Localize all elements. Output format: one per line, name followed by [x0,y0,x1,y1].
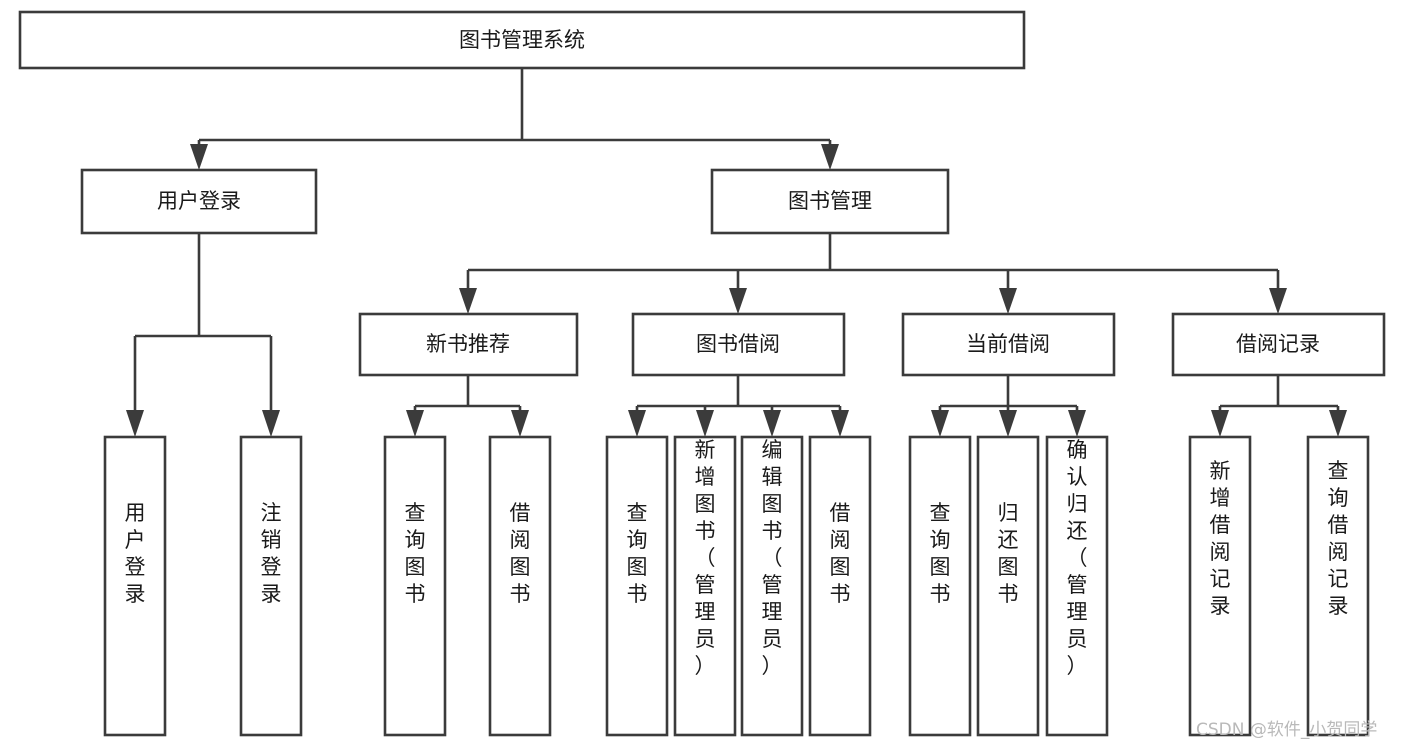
leaf-query-book-1[interactable]: 查询图书 [383,435,447,737]
leaf-confirm-return[interactable]: 确认归还（管理员） [1045,435,1109,737]
node-new-book-recommend-box[interactable] [358,312,579,377]
node-root-label: 图书管理系统 [459,28,585,52]
leaf-user-logout[interactable]: 注销登录 [239,435,303,737]
leaf-borrow-book-2-label: 借阅图书 [830,501,851,606]
leaf-add-book-box[interactable] [673,435,737,737]
leaf-query-borrow-record-label: 查询借阅记录 [1328,459,1349,618]
leaf-user-logout-box[interactable] [239,435,303,737]
arrow-to-current-borrow [999,288,1017,314]
arrow-to-leaf-add-borrow-record [1211,410,1229,437]
leaf-return-book-label: 归还图书 [998,501,1019,606]
leaf-add-borrow-record[interactable]: 新增借阅记录 [1188,435,1252,737]
arrow-to-leaf-add-book [696,410,714,437]
leaf-borrow-book-1-label: 借阅图书 [510,501,531,606]
node-book-borrow[interactable]: 图书借阅 [631,312,846,377]
node-new-book-recommend-label: 新书推荐 [426,332,510,356]
arrow-to-leaf-confirm-return [1068,410,1086,437]
leaf-return-book[interactable]: 归还图书 [976,435,1040,737]
leaf-user-login[interactable]: 用户登录 [103,435,167,737]
node-borrow-record[interactable]: 借阅记录 [1171,312,1386,377]
leaf-query-book-3-label: 查询图书 [930,501,951,606]
leaf-query-book-1-label: 查询图书 [405,501,426,606]
leaf-user-login-label: 用户登录 [125,501,146,606]
arrow-to-leaf-query-book-2 [628,410,646,437]
leaf-add-borrow-record-box[interactable] [1188,435,1252,737]
arrow-to-leaf-borrow-book-1 [511,410,529,437]
arrow-to-leaf-query-book-3 [931,410,949,437]
arrow-to-book-borrow [729,288,747,314]
leaf-query-borrow-record-box[interactable] [1306,435,1370,737]
arrow-to-leaf-borrow-book-2 [831,410,849,437]
node-current-borrow-box[interactable] [901,312,1116,377]
leaf-add-book-label: 新增图书（管理员） [695,438,716,678]
node-book-management[interactable]: 图书管理 [710,168,950,235]
leaf-return-book-box[interactable] [976,435,1040,737]
arrow-to-leaf-edit-book [763,410,781,437]
node-book-borrow-label: 图书借阅 [696,332,780,356]
node-user-login[interactable]: 用户登录 [80,168,318,235]
leaf-borrow-book-2-box[interactable] [808,435,872,737]
connector-layer [126,68,1347,437]
leaf-query-book-1-box[interactable] [383,435,447,737]
leaf-query-book-2-box[interactable] [605,435,669,737]
leaf-borrow-book-2[interactable]: 借阅图书 [808,435,872,737]
arrow-to-leaf-query-borrow-record [1329,410,1347,437]
leaf-borrow-book-1[interactable]: 借阅图书 [488,435,552,737]
leaf-query-book-2-label: 查询图书 [627,501,648,606]
node-book-borrow-box[interactable] [631,312,846,377]
node-new-book-recommend[interactable]: 新书推荐 [358,312,579,377]
leaf-query-book-3-box[interactable] [908,435,972,737]
leaf-confirm-return-label: 确认归还（管理员） [1067,438,1088,678]
leaf-user-logout-label: 注销登录 [261,501,282,606]
arrow-to-leaf-user-login [126,410,144,437]
node-user-login-box[interactable] [80,168,318,235]
leaf-edit-book-box[interactable] [740,435,804,737]
node-current-borrow-label: 当前借阅 [966,332,1050,356]
csdn-watermark: CSDN @软件_小贺同学 [1196,720,1377,740]
arrow-to-borrow-record [1269,288,1287,314]
leaf-query-book-2[interactable]: 查询图书 [605,435,669,737]
arrow-to-leaf-return-book [999,410,1017,437]
arrow-root-to-book-management [821,144,839,170]
arrow-to-leaf-query-book-1 [406,410,424,437]
node-borrow-record-box[interactable] [1171,312,1386,377]
node-borrow-record-label: 借阅记录 [1236,332,1320,356]
leaf-query-borrow-record[interactable]: 查询借阅记录 [1306,435,1370,737]
node-user-login-label: 用户登录 [157,189,241,213]
node-book-management-label: 图书管理 [788,189,872,213]
leaf-user-login-box[interactable] [103,435,167,737]
leaf-edit-book[interactable]: 编辑图书（管理员） [740,435,804,737]
leaf-borrow-book-1-box[interactable] [488,435,552,737]
node-book-management-box[interactable] [710,168,950,235]
node-root[interactable]: 图书管理系统 [18,10,1026,70]
leaf-add-book[interactable]: 新增图书（管理员） [673,435,737,737]
leaf-add-borrow-record-label: 新增借阅记录 [1210,459,1231,618]
node-root-box[interactable] [18,10,1026,70]
leaf-query-book-3[interactable]: 查询图书 [908,435,972,737]
leaf-confirm-return-box[interactable] [1045,435,1109,737]
node-current-borrow[interactable]: 当前借阅 [901,312,1116,377]
arrow-to-leaf-user-logout [262,410,280,437]
arrow-root-to-user-login [190,144,208,170]
leaf-edit-book-label: 编辑图书（管理员） [762,438,783,678]
arrow-to-new-book-recommend [459,288,477,314]
